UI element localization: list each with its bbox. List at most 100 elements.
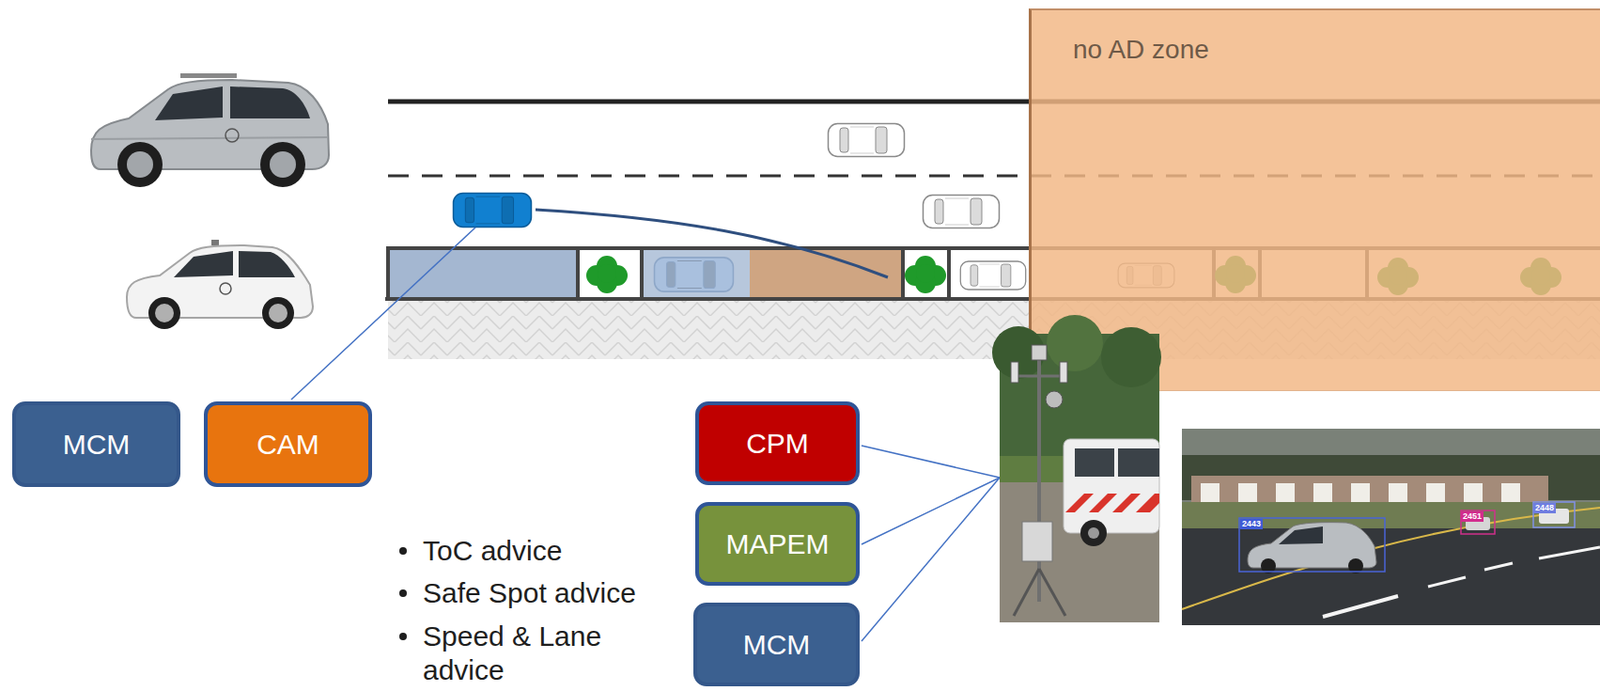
- wagon-photo: [180, 73, 237, 78]
- hatchback-photo: [155, 303, 174, 323]
- road: [586, 255, 628, 294]
- camera-view-photo: [1181, 507, 1600, 609]
- box-label: CAM: [256, 428, 320, 461]
- roadside-unit-photo: [1118, 448, 1160, 477]
- leader-line: [291, 227, 476, 400]
- bullet-dot: [399, 546, 407, 555]
- track-id: 2443: [1240, 518, 1263, 529]
- hatchback-photo: [268, 303, 288, 323]
- camera-view-photo: [1181, 428, 1600, 625]
- roadside-unit-photo: [1088, 493, 1118, 513]
- roadside-unit-photo: [1135, 493, 1160, 513]
- wagon-photo: [91, 73, 329, 187]
- roadside-unit-photo: [1022, 521, 1053, 561]
- hatchback-photo: [211, 239, 219, 246]
- camera-view-photo: [1275, 482, 1295, 502]
- camera-view-photo: [1428, 576, 1466, 587]
- box-label: MAPEM: [725, 528, 829, 560]
- camera-view-photo: [1351, 482, 1370, 502]
- camera-view-photo: [1260, 558, 1276, 574]
- wagon-photo: [91, 137, 328, 140]
- box-label: CPM: [745, 427, 809, 460]
- road: [923, 195, 1000, 229]
- road: [453, 193, 532, 228]
- leader-line: [291, 227, 1000, 641]
- camera-view-photo: [1533, 501, 1575, 528]
- roadside-unit-photo: [1063, 438, 1160, 533]
- roadside-unit-photo: [1065, 493, 1094, 513]
- road: [388, 248, 578, 299]
- camera-view-photo: [1247, 522, 1377, 568]
- wagon-photo: [225, 128, 239, 142]
- camera-view-photo: [1426, 482, 1445, 502]
- track-id: 2448: [1533, 502, 1556, 513]
- camera-view-photo: [1181, 454, 1600, 500]
- bullet-dot: [399, 632, 407, 640]
- roadside-unit-photo: [999, 455, 1160, 484]
- camera-view-photo: [1181, 428, 1600, 625]
- roadside-unit-photo: [1037, 357, 1041, 602]
- road: [654, 257, 734, 292]
- road: [641, 248, 750, 299]
- hatchback-photo: [173, 250, 234, 278]
- message-box: CPM: [695, 401, 860, 485]
- zone-label: no AD zone: [1072, 34, 1210, 65]
- camera-view-photo: [1348, 558, 1364, 574]
- camera-view-photo: [1200, 482, 1220, 502]
- camera-view-photo: [1239, 517, 1385, 572]
- box-label: MCM: [743, 628, 811, 661]
- track-id: 2451: [1460, 511, 1484, 522]
- wagon-photo: [117, 141, 163, 187]
- hatchback-photo: [219, 282, 232, 295]
- roadside-unit-photo: [1112, 493, 1141, 513]
- wagon-photo: [230, 86, 311, 119]
- hatchback-photo: [262, 296, 295, 329]
- camera-view-photo: [1322, 595, 1399, 617]
- wagon-photo: [260, 141, 306, 187]
- wagon-photo: [269, 151, 296, 178]
- camera-view-photo: [1463, 482, 1483, 502]
- road: [904, 255, 947, 294]
- advice-item: Speed & Lane advice: [422, 619, 625, 687]
- camera-view-photo: [1181, 501, 1600, 532]
- camera-view-photo: [1484, 562, 1513, 570]
- message-box: MCM: [693, 602, 860, 686]
- roadside-unit-photo: [1010, 361, 1019, 383]
- camera-view-photo: [1278, 526, 1323, 544]
- road: [960, 261, 1026, 290]
- box-label: MCM: [62, 428, 131, 461]
- advice-item: Safe Spot advice: [422, 575, 637, 610]
- message-box: MAPEM: [695, 501, 860, 586]
- wagon-photo: [126, 151, 154, 178]
- roadside-unit-photo: [999, 481, 1160, 622]
- zone-band: no AD zone: [1028, 8, 1600, 391]
- camera-view-photo: [1501, 482, 1521, 502]
- message-box: CAM: [203, 401, 373, 487]
- camera-view-photo: [1538, 546, 1600, 559]
- road: [828, 124, 905, 157]
- bullet-dot: [399, 589, 407, 597]
- roadside-unit-photo: [1013, 568, 1040, 616]
- hatchback-photo: [148, 296, 181, 329]
- camera-view-photo: [1460, 510, 1495, 534]
- road: [641, 248, 903, 299]
- hatchback-photo: [126, 239, 313, 329]
- camera-view-photo: [1181, 528, 1600, 625]
- roadside-unit-photo: [1045, 390, 1063, 408]
- camera-view-photo: [1313, 482, 1333, 502]
- message-box: MCM: [12, 401, 181, 487]
- road: [535, 209, 888, 278]
- wagon-photo: [155, 86, 223, 121]
- roadside-unit-photo: [1039, 568, 1066, 616]
- camera-view-photo: [1191, 475, 1549, 504]
- leader-line: [861, 477, 1000, 641]
- camera-view-photo: [1238, 482, 1258, 502]
- leader-line: [861, 477, 1000, 544]
- roadside-unit-photo: [1087, 527, 1100, 539]
- advice-item: ToC advice: [422, 533, 562, 568]
- hatchback-photo: [238, 250, 296, 278]
- camera-view-photo: [1388, 482, 1408, 502]
- roadside-unit-photo: [1080, 519, 1107, 546]
- roadside-unit-photo: [1074, 448, 1115, 477]
- leader-line: [861, 445, 1000, 478]
